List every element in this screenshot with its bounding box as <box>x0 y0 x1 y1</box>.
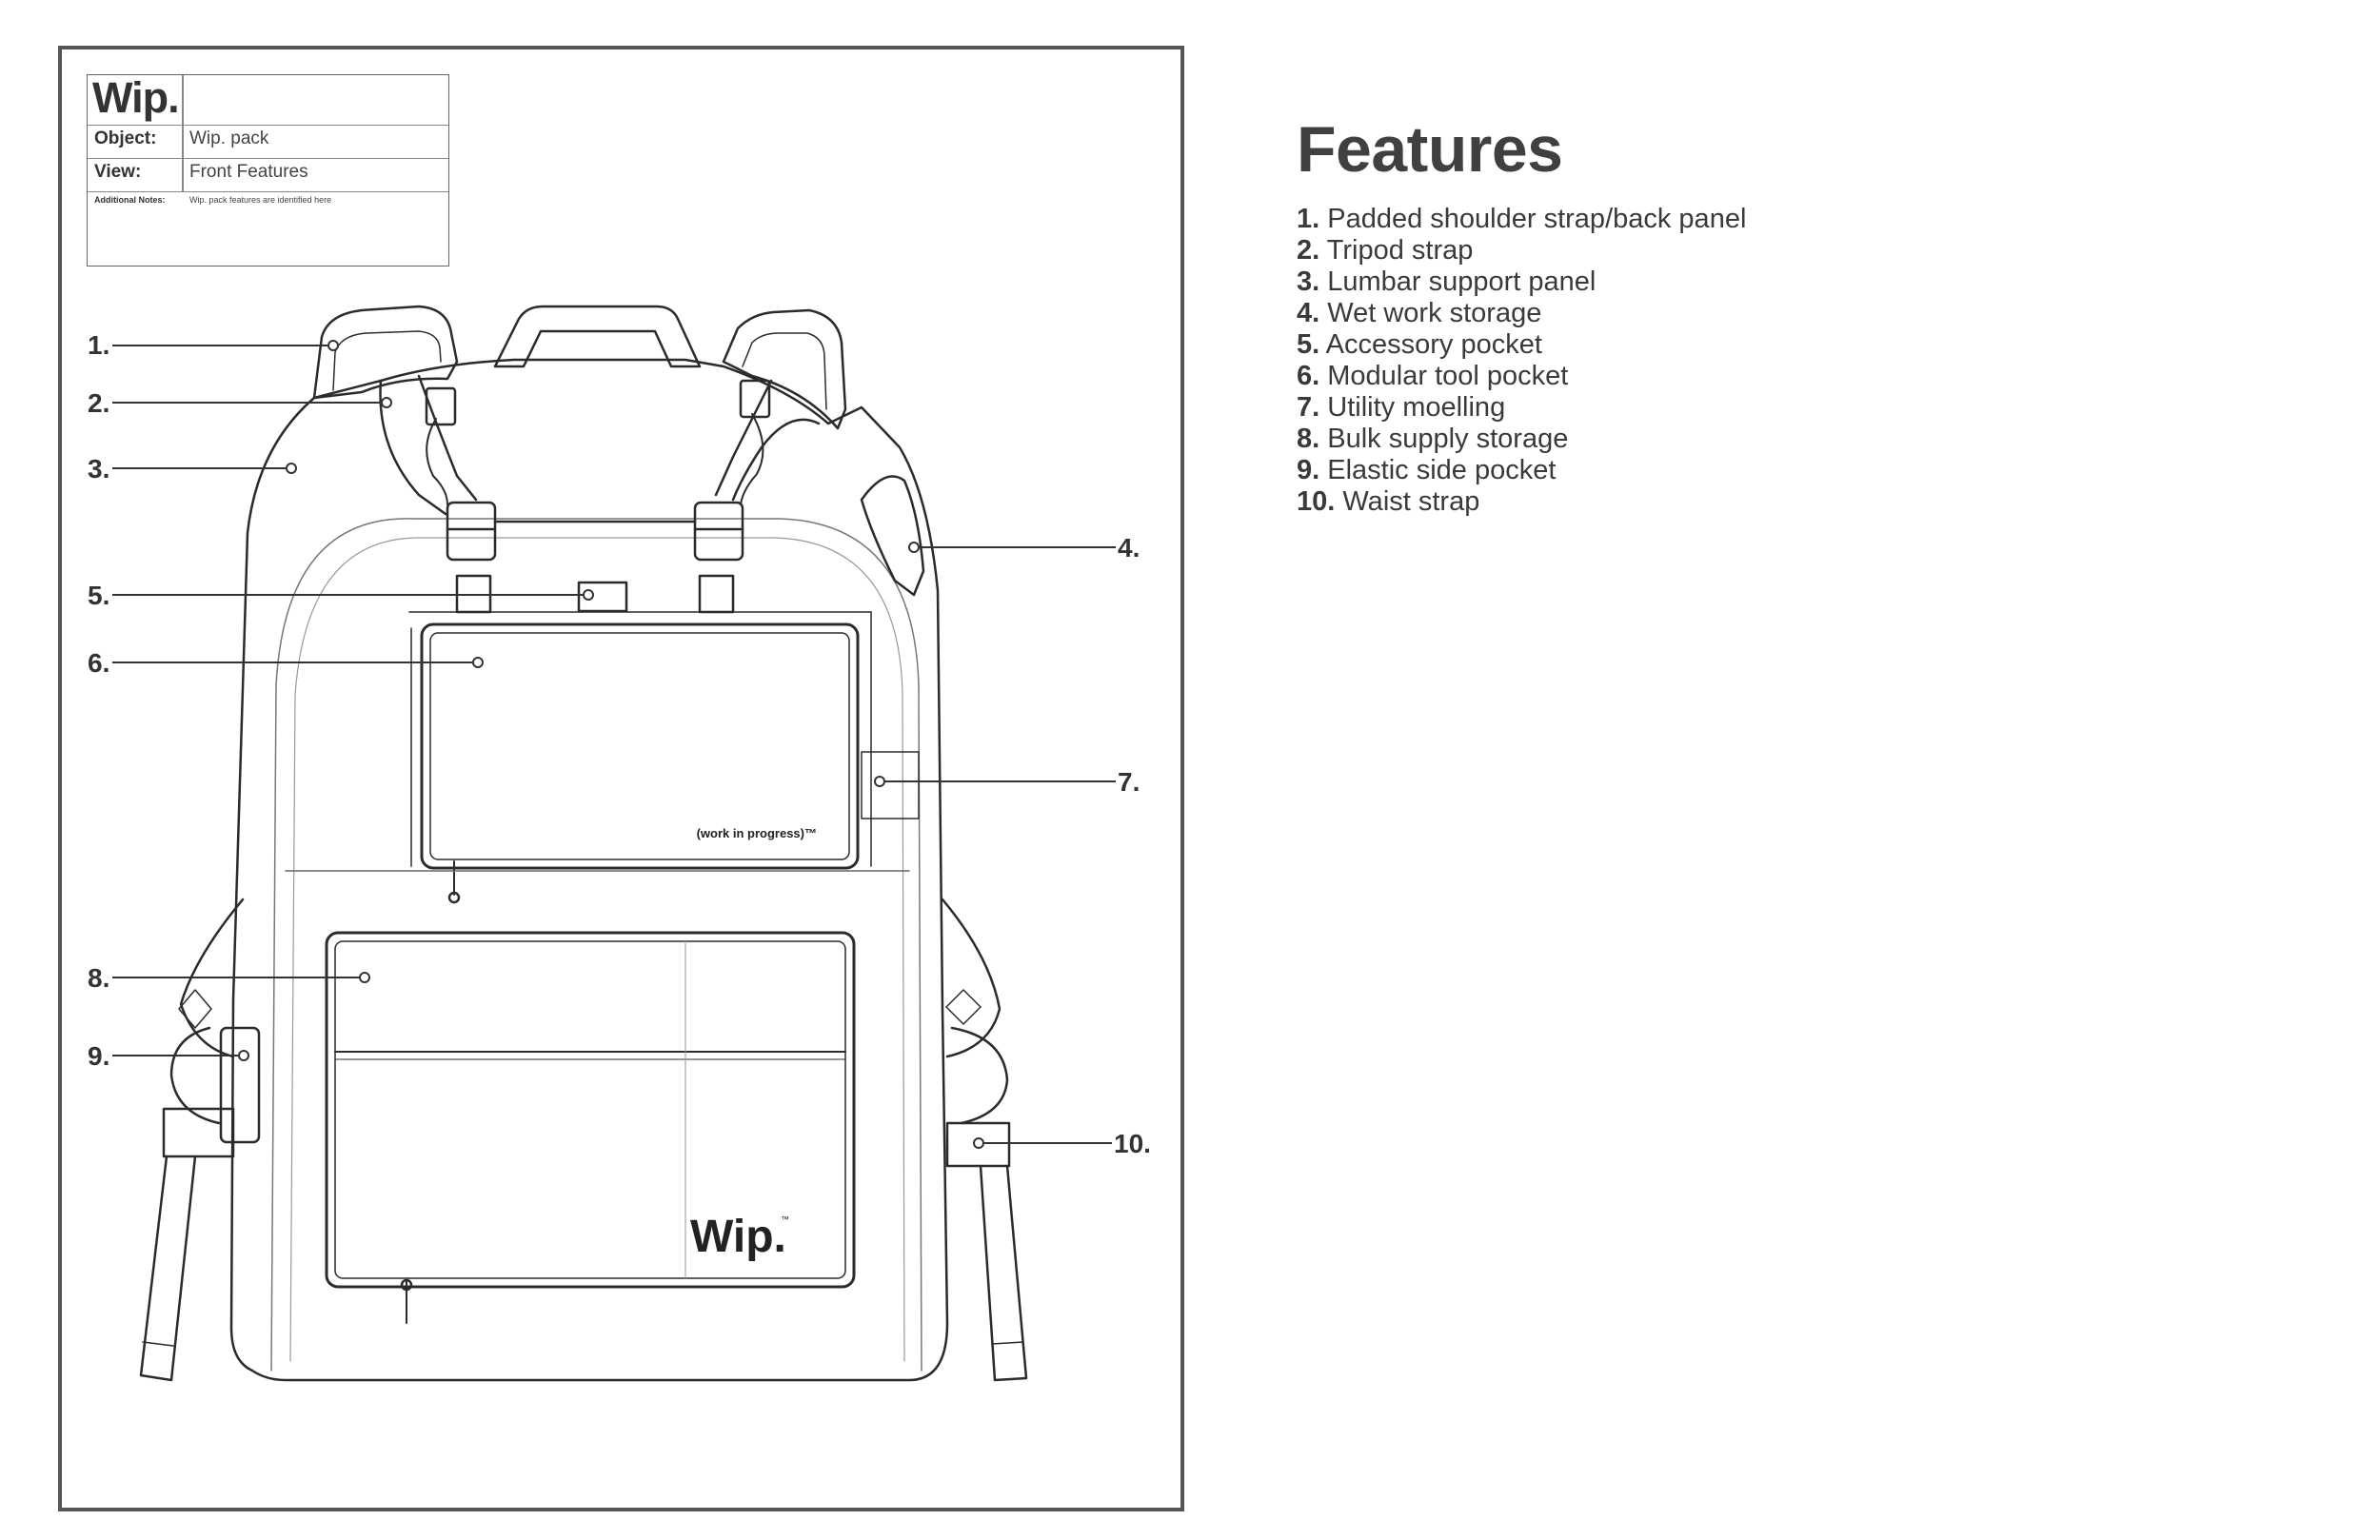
right-waist-strap <box>945 1121 1011 1168</box>
view-value: Front Features <box>189 162 308 182</box>
feature-list: 1. Padded shoulder strap/back panel 2. T… <box>1297 204 1746 518</box>
features-title: Features <box>1297 113 1563 186</box>
feature-number: 3. <box>1297 267 1320 297</box>
feature-item: 8. Bulk supply storage <box>1297 424 1746 455</box>
callout-number-1: 1. <box>88 330 109 360</box>
feature-label: Bulk supply storage <box>1327 424 1569 454</box>
feature-number: 6. <box>1297 361 1320 391</box>
feature-number: 8. <box>1297 424 1320 454</box>
backpack-diagram: (work in progress)™ Wip. ™ 1. 2. 3. 4. 5… <box>88 305 1151 1382</box>
left-tripod-buckle <box>425 386 457 426</box>
callout-dot-8 <box>359 972 370 983</box>
callout-dot-4 <box>908 542 920 553</box>
notes-label: Additional Notes: <box>94 195 166 205</box>
title-block-logo: Wip. <box>92 73 180 122</box>
callout-number-9: 9. <box>88 1041 109 1071</box>
right-chest-buckle <box>693 501 744 562</box>
feature-number: 1. <box>1297 204 1320 234</box>
utility-molle <box>861 751 920 819</box>
callout-number-8: 8. <box>88 963 109 993</box>
feature-label: Accessory pocket <box>1325 329 1542 360</box>
notes-value: Wip. pack features are identified here <box>189 195 332 205</box>
feature-item: 7. Utility moelling <box>1297 392 1746 424</box>
main-body <box>229 358 949 1382</box>
feature-label: Modular tool pocket <box>1327 361 1569 391</box>
callout-number-7: 7. <box>1118 767 1140 797</box>
modular-tool-pocket <box>420 622 860 870</box>
feature-item: 10. Waist strap <box>1297 486 1746 518</box>
pocket-logo-tm: ™ <box>781 1214 789 1224</box>
callout-dot-3 <box>286 463 297 474</box>
bulk-supply-pocket <box>325 931 856 1289</box>
callout-number-4: 4. <box>1118 533 1140 563</box>
drawing-frame <box>58 46 1184 1511</box>
features-panel: Features 1. Padded shoulder strap/back p… <box>1297 112 1746 518</box>
elastic-side-pocket <box>219 1026 261 1144</box>
callout-number-2: 2. <box>88 388 109 418</box>
feature-item: 2. Tripod strap <box>1297 235 1746 267</box>
title-block-row-view: View: Front Features <box>88 158 448 182</box>
callout-dot-6 <box>472 657 484 668</box>
right-shoulder-strap <box>722 308 847 430</box>
feature-number: 4. <box>1297 298 1320 328</box>
accessory-pocket-tab <box>577 581 628 613</box>
callout-dot-9 <box>238 1050 249 1061</box>
right-tripod-buckle <box>739 379 771 419</box>
carry-handle <box>493 305 702 368</box>
left-waist-strap <box>162 1107 235 1158</box>
feature-number: 10. <box>1297 486 1336 517</box>
feature-item: 4. Wet work storage <box>1297 298 1746 329</box>
feature-number: 5. <box>1297 329 1320 360</box>
feature-number: 7. <box>1297 392 1320 423</box>
feature-label: Waist strap <box>1342 486 1480 517</box>
callout-number-10: 10. <box>1114 1129 1151 1158</box>
view-label: View: <box>94 162 142 182</box>
left-chest-buckle <box>446 501 497 562</box>
title-block: Wip. Object: Wip. pack View: Front Featu… <box>87 73 449 267</box>
feature-label: Wet work storage <box>1327 298 1542 328</box>
callout-dot-2 <box>381 397 392 408</box>
callout-dot-5 <box>583 589 594 601</box>
feature-item: 3. Lumbar support panel <box>1297 267 1746 298</box>
feature-number: 2. <box>1297 235 1320 266</box>
wet-work-storage <box>860 475 925 597</box>
title-block-row-notes: Additional Notes: Wip. pack features are… <box>88 191 448 205</box>
feature-item: 1. Padded shoulder strap/back panel <box>1297 204 1746 235</box>
title-block-divider <box>182 75 184 192</box>
pocket-tagline: (work in progress)™ <box>697 826 817 840</box>
callout-dot-7 <box>874 776 885 787</box>
feature-label: Tripod strap <box>1326 235 1474 266</box>
feature-item: 9. Elastic side pocket <box>1297 455 1746 486</box>
feature-label: Elastic side pocket <box>1327 455 1557 485</box>
callout-dot-1 <box>327 340 339 351</box>
backpack-outline <box>139 305 1028 1382</box>
object-label: Object: <box>94 128 157 148</box>
feature-label: Lumbar support panel <box>1327 267 1597 297</box>
feature-item: 6. Modular tool pocket <box>1297 361 1746 392</box>
left-shoulder-strap <box>312 305 459 400</box>
feature-label: Utility moelling <box>1327 392 1506 423</box>
callout-number-3: 3. <box>88 454 109 484</box>
callout-dot-10 <box>973 1137 984 1149</box>
feature-label: Padded shoulder strap/back panel <box>1327 204 1747 234</box>
callout-number-5: 5. <box>88 581 109 610</box>
pocket-logo: Wip. <box>690 1212 786 1262</box>
callout-leaders <box>112 340 1116 1149</box>
object-value: Wip. pack <box>189 128 269 148</box>
title-block-row-object: Object: Wip. pack <box>88 125 448 148</box>
feature-number: 9. <box>1297 455 1320 485</box>
feature-item: 5. Accessory pocket <box>1297 329 1746 361</box>
callout-number-6: 6. <box>88 648 109 678</box>
